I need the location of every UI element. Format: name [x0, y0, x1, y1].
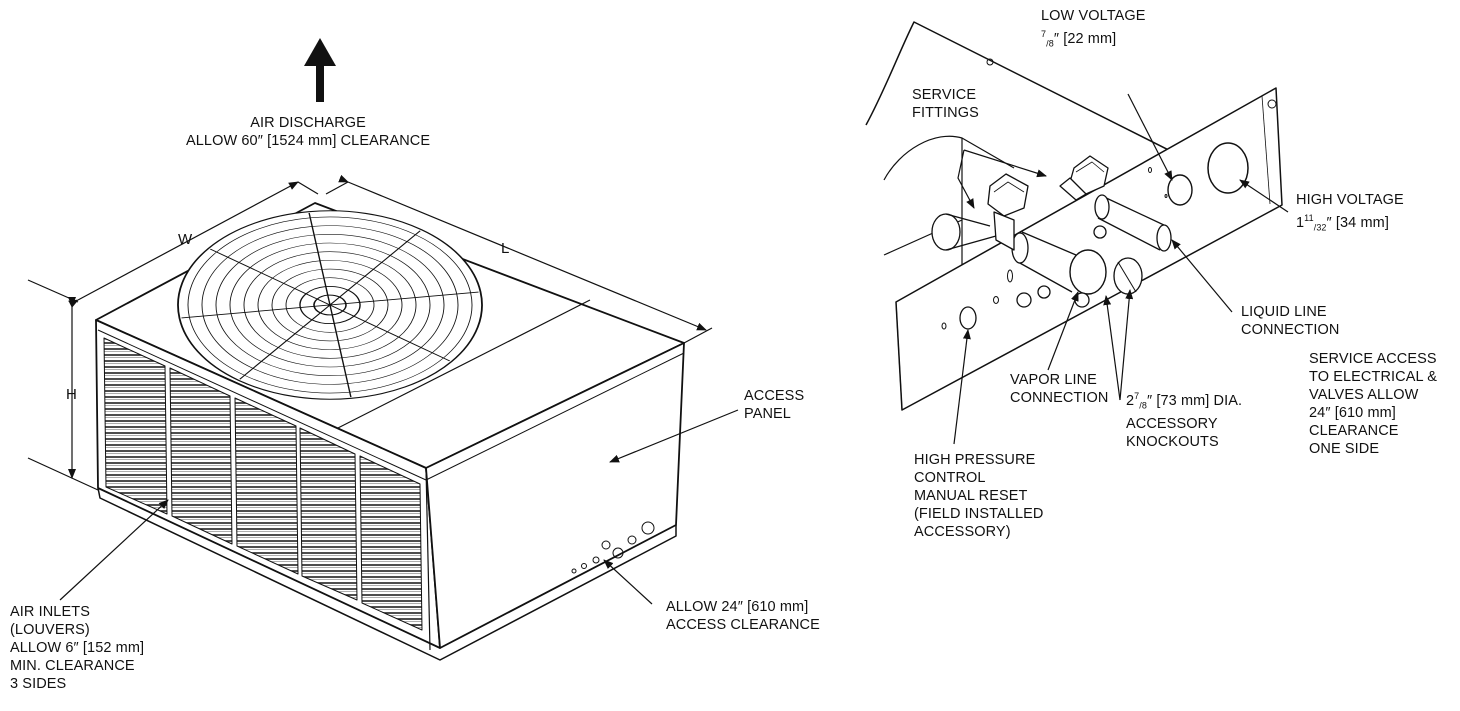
high-pressure-hole	[959, 306, 977, 330]
high-voltage-label: HIGH VOLTAGE 111/32″ [34 mm]	[1296, 192, 1404, 233]
connection-detail	[865, 21, 1283, 411]
low-voltage-label: LOW VOLTAGE 7/8″ [22 mm]	[1041, 8, 1146, 49]
vapor-knockout	[1069, 249, 1107, 295]
air-discharge-label: AIR DISCHARGE ALLOW 60″ [1524 mm] CLEARA…	[186, 115, 431, 149]
air-inlets-label: AIR INLETS (LOUVERS) ALLOW 6″ [152 mm] M…	[10, 604, 145, 692]
dim-h-label: H	[66, 386, 77, 403]
high-pressure-label: HIGH PRESSURE CONTROL MANUAL RESET (FIEL…	[914, 452, 1044, 540]
dim-w-label: W	[178, 231, 193, 248]
low-voltage-hole	[1167, 174, 1193, 206]
knockouts-label: 27/8″ [73 mm] DIA. ACCESSORY KNOCKOUTS	[1126, 391, 1243, 450]
liquid-line-label: LIQUID LINE CONNECTION	[1241, 304, 1340, 338]
service-ports	[571, 521, 655, 574]
right-leaders	[953, 93, 1289, 445]
access-clearance-label: ALLOW 24″ [610 mm] ACCESS CLEARANCE	[666, 599, 820, 633]
access-panel-label: ACCESS PANEL	[744, 388, 805, 422]
service-access-label: SERVICE ACCESS TO ELECTRICAL & VALVES AL…	[1309, 351, 1438, 457]
louver-panels	[103, 337, 423, 631]
air-discharge-arrow	[304, 38, 336, 102]
service-valves	[931, 155, 1109, 308]
service-fittings-label: SERVICE FITTINGS	[912, 87, 979, 121]
vapor-line-label: VAPOR LINE CONNECTION	[1010, 372, 1109, 406]
high-voltage-hole	[1207, 142, 1249, 194]
dim-l-label: L	[501, 240, 510, 257]
left-leaders	[27, 174, 739, 605]
accessory-knockout	[1113, 257, 1143, 295]
